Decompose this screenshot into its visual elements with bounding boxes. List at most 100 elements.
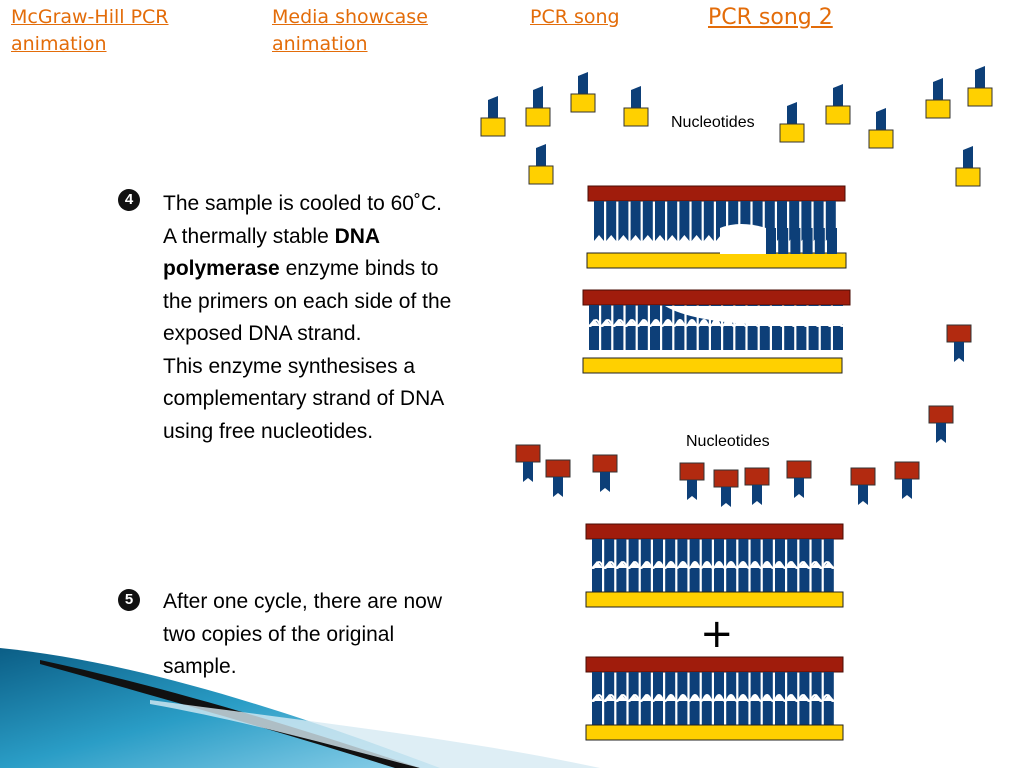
dna-base bbox=[711, 326, 721, 350]
dna-base bbox=[787, 672, 798, 700]
dna-base bbox=[723, 326, 734, 350]
dna-base bbox=[787, 568, 798, 594]
link-line: animation bbox=[11, 33, 107, 55]
dna-base bbox=[650, 326, 660, 350]
dna-base bbox=[662, 326, 673, 350]
text-line: This enzyme synthesises a bbox=[163, 354, 416, 378]
dna-base bbox=[691, 201, 702, 241]
dna-base bbox=[665, 701, 676, 727]
text-line: using free nucleotides. bbox=[163, 419, 374, 443]
dna-bottom-strand bbox=[586, 252, 847, 269]
dna-base bbox=[750, 539, 761, 567]
dna-base bbox=[616, 568, 627, 594]
dna-base bbox=[689, 672, 700, 700]
dna-base bbox=[642, 201, 653, 241]
nucleotides-label-bottom: Nucleotides bbox=[686, 433, 770, 450]
dna-base bbox=[714, 701, 724, 727]
dna-base bbox=[738, 672, 749, 700]
free-nucleotide-stem bbox=[721, 487, 731, 507]
dna-base bbox=[689, 701, 700, 727]
dna-base bbox=[674, 326, 685, 350]
dna-base bbox=[762, 539, 773, 567]
dna-base bbox=[790, 228, 801, 254]
dna-base bbox=[799, 568, 810, 594]
dna-base bbox=[689, 568, 700, 594]
free-nucleotide-red bbox=[946, 324, 972, 343]
dna-base bbox=[827, 228, 837, 254]
free-nucleotide-stem bbox=[902, 479, 912, 499]
dna-base bbox=[616, 672, 627, 700]
dna-base bbox=[747, 326, 758, 350]
dna-base bbox=[799, 672, 810, 700]
free-nucleotide-stem bbox=[933, 78, 943, 102]
free-nucleotide-stem bbox=[600, 472, 610, 492]
free-nucleotide-red bbox=[786, 460, 812, 479]
dna-wave-seam bbox=[586, 319, 852, 327]
dna-base bbox=[640, 539, 651, 567]
free-nucleotide-stem bbox=[975, 66, 985, 90]
dna-base bbox=[592, 568, 602, 594]
link-pcr-song[interactable]: PCR song bbox=[530, 6, 620, 28]
dna-gap bbox=[720, 224, 766, 254]
dna-base bbox=[701, 568, 712, 594]
dna-base bbox=[762, 701, 773, 727]
dna-bottom-strand bbox=[582, 357, 843, 374]
dna-wave-seam bbox=[589, 561, 843, 569]
text-line: After one cycle, there are now bbox=[163, 590, 442, 613]
dna-base bbox=[814, 228, 825, 254]
dna-base bbox=[628, 672, 639, 700]
link-media-showcase-animation[interactable]: Media showcase animation bbox=[272, 4, 428, 58]
dna-base bbox=[778, 228, 789, 254]
dna-base bbox=[775, 672, 785, 700]
free-nucleotide-stem bbox=[687, 480, 697, 500]
dna-base bbox=[655, 201, 665, 241]
dna-base bbox=[726, 539, 737, 567]
dna-base bbox=[677, 672, 688, 700]
dna-base bbox=[775, 701, 785, 727]
dna-base bbox=[701, 672, 712, 700]
free-nucleotide-yellow bbox=[779, 123, 805, 143]
dna-base bbox=[787, 701, 798, 727]
free-nucleotide-red bbox=[679, 462, 705, 481]
plus-sign: + bbox=[700, 611, 734, 657]
free-nucleotide-yellow bbox=[925, 99, 951, 119]
dna-base bbox=[637, 326, 648, 350]
dna-base bbox=[833, 326, 843, 350]
free-nucleotide-stem bbox=[954, 342, 964, 362]
link-pcr-song-2[interactable]: PCR song 2 bbox=[708, 5, 833, 30]
free-nucleotide-stem bbox=[752, 485, 762, 505]
nucleotides-label-top: Nucleotides bbox=[671, 114, 755, 131]
link-mcgraw-hill-pcr-animation[interactable]: McGraw-Hill PCR animation bbox=[11, 4, 169, 58]
dna-base bbox=[766, 228, 776, 254]
dna-base bbox=[653, 701, 663, 727]
dna-base bbox=[714, 568, 724, 594]
dna-top-strand bbox=[587, 185, 846, 202]
dna-base bbox=[677, 539, 688, 567]
free-nucleotide-stem bbox=[936, 423, 946, 443]
dna-base bbox=[759, 326, 770, 350]
dna-base bbox=[653, 539, 663, 567]
text-line: exposed DNA strand. bbox=[163, 322, 362, 345]
dna-base bbox=[592, 539, 602, 567]
dna-base bbox=[677, 568, 688, 594]
step-4-number: 4 bbox=[118, 189, 140, 211]
link-line: animation bbox=[272, 33, 368, 55]
dna-base bbox=[738, 568, 749, 594]
free-nucleotide-red bbox=[592, 454, 618, 473]
dna-base bbox=[604, 568, 615, 594]
dna-wave-seam bbox=[589, 694, 843, 702]
dna-base bbox=[726, 672, 737, 700]
dna-base bbox=[823, 539, 834, 567]
free-nucleotide-stem bbox=[533, 86, 543, 110]
dna-base bbox=[640, 701, 651, 727]
text-span: enzyme binds to bbox=[279, 257, 439, 280]
dna-base bbox=[665, 568, 676, 594]
free-nucleotide-yellow bbox=[623, 107, 649, 127]
dna-base bbox=[750, 701, 761, 727]
link-line: Media showcase bbox=[272, 6, 428, 28]
dna-top-strand bbox=[585, 656, 844, 673]
dna-base bbox=[640, 672, 651, 700]
text-line: The sample is cooled to 60˚C. bbox=[163, 192, 442, 215]
dna-base bbox=[703, 201, 714, 241]
